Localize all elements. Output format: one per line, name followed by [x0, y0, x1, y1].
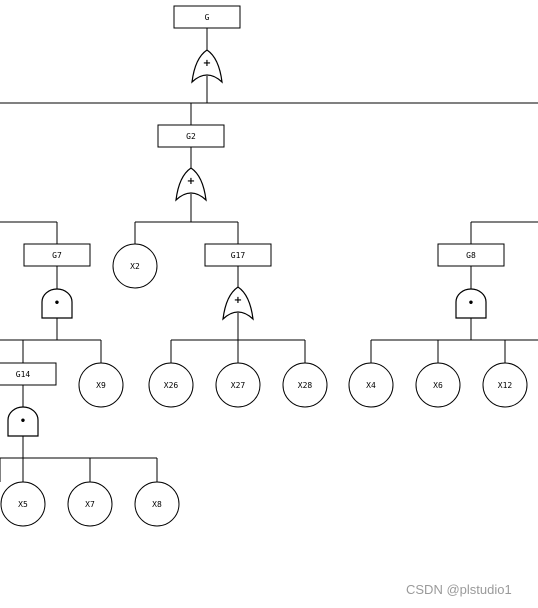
event-label-x6: X6	[433, 381, 443, 390]
event-label-x5: X5	[18, 500, 28, 509]
and-gate-g14	[7, 406, 39, 437]
basic-event-circle-x28	[282, 362, 328, 408]
basic-event-circle-x5	[0, 481, 46, 527]
gate-symbol-g2: +	[187, 176, 195, 187]
event-label-x12: X12	[498, 381, 513, 390]
event-label-g: G	[205, 13, 210, 22]
event-label-x26: X26	[164, 381, 179, 390]
gate-event-box-g17	[204, 243, 272, 267]
gate-symbol-g: +	[203, 58, 211, 69]
basic-event-circle-x9	[78, 362, 124, 408]
watermark: CSDN @plstudio1	[406, 582, 512, 597]
gate-symbol-g17: +	[234, 295, 242, 306]
event-label-x2: X2	[130, 262, 140, 271]
and-gate-g8	[455, 288, 487, 319]
basic-event-circle-x2	[112, 243, 158, 289]
and-gate-g7	[41, 288, 73, 319]
or-gate-g2	[175, 167, 207, 202]
event-label-x4: X4	[366, 381, 376, 390]
event-label-g2: G2	[186, 132, 196, 141]
event-label-x28: X28	[298, 381, 313, 390]
event-label-g17: G17	[231, 251, 246, 260]
gate-event-box-g14	[0, 362, 57, 386]
event-label-g7: G7	[52, 251, 62, 260]
basic-event-circle-x7	[67, 481, 113, 527]
connector-lines	[0, 28, 538, 482]
gate-event-box-g2	[157, 124, 225, 148]
event-label-x8: X8	[152, 500, 162, 509]
event-label-x7: X7	[85, 500, 95, 509]
gate-symbol-g7: •	[54, 298, 60, 309]
basic-event-circle-x8	[134, 481, 180, 527]
event-label-g14: G14	[16, 370, 31, 379]
event-label-x27: X27	[231, 381, 246, 390]
or-gate-g	[191, 49, 223, 84]
basic-event-circle-x4	[348, 362, 394, 408]
basic-event-circle-x26	[148, 362, 194, 408]
gate-symbol-g14: •	[20, 416, 26, 427]
basic-event-circle-x12	[482, 362, 528, 408]
or-gate-g17	[222, 286, 254, 321]
event-label-x9: X9	[96, 381, 106, 390]
event-label-g8: G8	[466, 251, 476, 260]
basic-event-circle-x6	[415, 362, 461, 408]
gate-event-box-g8	[437, 243, 505, 267]
gate-event-box-g7	[23, 243, 91, 267]
gate-event-box-g	[173, 5, 241, 29]
logic-gates: + + + • • •	[7, 49, 487, 437]
gate-symbol-g8: •	[468, 298, 474, 309]
basic-event-circle-x27	[215, 362, 261, 408]
